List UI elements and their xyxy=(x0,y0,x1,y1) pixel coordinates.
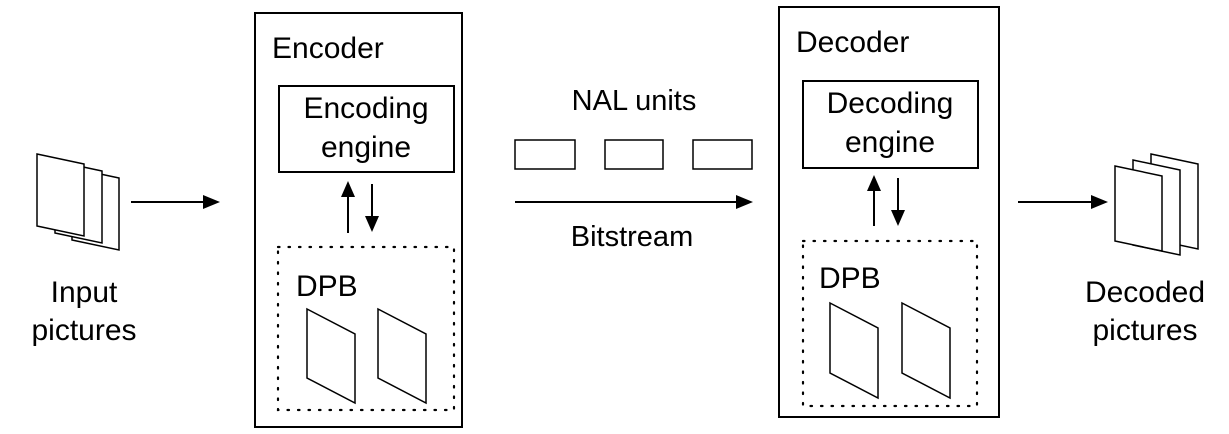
output-label-line2: pictures xyxy=(1092,314,1197,347)
input-label-line1: Input xyxy=(51,276,118,309)
bitstream-label: Bitstream xyxy=(571,221,693,253)
decoded-pictures-stack xyxy=(1114,153,1199,256)
nal-units-label: NAL units xyxy=(572,85,697,117)
decoder-title: Decoder xyxy=(796,26,909,59)
encoding-engine-line1: Encoding xyxy=(303,92,428,125)
decoder-dpb-label: DPB xyxy=(819,262,881,295)
decoding-engine-line1: Decoding xyxy=(827,87,954,120)
input-pictures-stack xyxy=(36,153,120,251)
arrow-decoder-to-output xyxy=(1018,195,1108,209)
encoder-box xyxy=(254,12,463,428)
nal-unit-1 xyxy=(514,139,576,170)
encoder-arrow-down xyxy=(365,184,379,232)
decoder-arrow-up xyxy=(867,175,881,226)
decoding-engine-box xyxy=(802,80,979,169)
decoder-dpb-picture-2 xyxy=(901,301,951,400)
arrow-bitstream xyxy=(515,195,753,209)
encoder-dpb-picture-1 xyxy=(306,307,356,405)
arrow-input-to-encoder xyxy=(131,195,220,209)
decoder-arrow-down xyxy=(891,178,905,226)
input-label-line2: pictures xyxy=(31,314,136,347)
output-label-line1: Decoded xyxy=(1085,276,1205,309)
nal-unit-3 xyxy=(692,139,753,170)
decoding-engine-line2: engine xyxy=(845,126,935,159)
encoding-engine-line2: engine xyxy=(321,131,411,164)
encoder-arrow-up xyxy=(341,181,355,233)
encoding-engine-box xyxy=(278,85,455,173)
nal-unit-2 xyxy=(604,139,664,170)
decoder-dpb-picture-1 xyxy=(829,301,879,400)
encoder-dpb-picture-2 xyxy=(377,307,427,405)
encoder-title: Encoder xyxy=(272,32,384,65)
decoder-box xyxy=(778,6,1000,418)
encoder-dpb-label: DPB xyxy=(296,270,358,303)
